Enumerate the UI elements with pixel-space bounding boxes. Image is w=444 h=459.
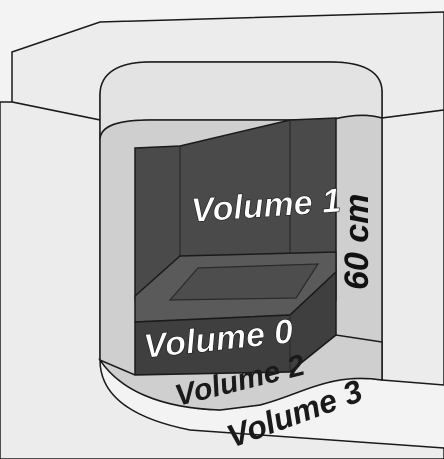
volume-3-zone-right — [381, 109, 444, 386]
volume-1-label: Volume 1 — [190, 182, 342, 230]
volume-3-zone — [0, 101, 444, 459]
height-dimension-label: 60 cm — [338, 194, 376, 290]
volume-2-floor — [97, 334, 383, 411]
bathtub-basin — [168, 263, 320, 301]
